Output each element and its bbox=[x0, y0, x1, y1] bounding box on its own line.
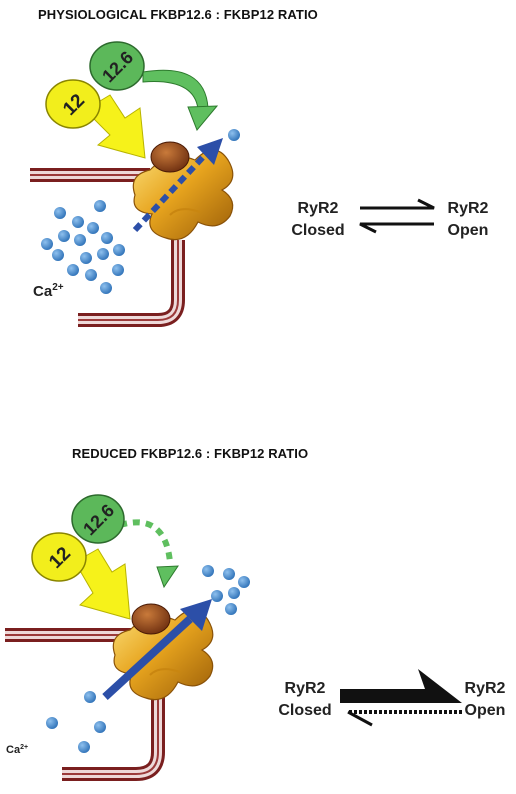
state-right-line2: Open bbox=[465, 702, 506, 719]
calcium-label: Ca2+ bbox=[6, 744, 28, 756]
state-left-line1: RyR2 bbox=[285, 680, 326, 697]
state-left-line1: RyR2 bbox=[298, 200, 339, 217]
forward-arrow-large bbox=[340, 669, 462, 703]
calcium-flow-arrow bbox=[132, 138, 223, 233]
equilibrium-state: RyR2 Closed RyR2 Open bbox=[291, 198, 489, 239]
fkbp12-6-protein: 12.6 bbox=[71, 494, 125, 544]
channel-diagram: 12.6 12 Ca2+ RyR2 Closed RyR2 Open bbox=[5, 494, 506, 781]
fkbp12-6-protein: 12.6 bbox=[89, 41, 145, 91]
state-right-line2: Open bbox=[448, 222, 489, 239]
calcium-flow-arrow bbox=[102, 599, 212, 700]
membrane bbox=[30, 168, 185, 327]
ryr2-channel bbox=[112, 603, 214, 701]
panel-reduced: REDUCED FKBP12.6 : FKBP12 RATIO bbox=[0, 397, 516, 794]
fkbp12-arrow bbox=[84, 94, 146, 159]
reverse-arrow bbox=[359, 222, 434, 234]
panel-physiological: PHYSIOLOGICAL FKBP12.6 : FKBP12 RATIO bbox=[30, 7, 489, 327]
calcium-label: Ca2+ bbox=[33, 282, 64, 300]
forward-arrow bbox=[360, 198, 435, 210]
panel-title: PHYSIOLOGICAL FKBP12.6 : FKBP12 RATIO bbox=[38, 7, 318, 22]
panel-title: REDUCED FKBP12.6 : FKBP12 RATIO bbox=[72, 446, 309, 461]
state-left-line2: Closed bbox=[278, 702, 331, 719]
state-right-line1: RyR2 bbox=[465, 680, 506, 697]
membrane bbox=[5, 628, 165, 781]
fkbp12-protein: 12 bbox=[45, 79, 101, 129]
calcium-ions bbox=[41, 129, 240, 294]
state-left-line2: Closed bbox=[291, 222, 344, 239]
fkbp12-6-arrow-dashed bbox=[119, 519, 179, 589]
state-right-line1: RyR2 bbox=[448, 200, 489, 217]
channel-diagram: 12.6 12 Ca2+ bbox=[30, 41, 489, 327]
calcium-ions bbox=[46, 565, 250, 753]
fkbp12-arrow bbox=[74, 548, 131, 620]
equilibrium-state: RyR2 Closed RyR2 Open bbox=[278, 669, 506, 727]
fkbp12-6-arrow bbox=[142, 69, 219, 131]
ryr2-channel bbox=[132, 141, 234, 241]
fkbp12-protein: 12 bbox=[31, 532, 87, 582]
